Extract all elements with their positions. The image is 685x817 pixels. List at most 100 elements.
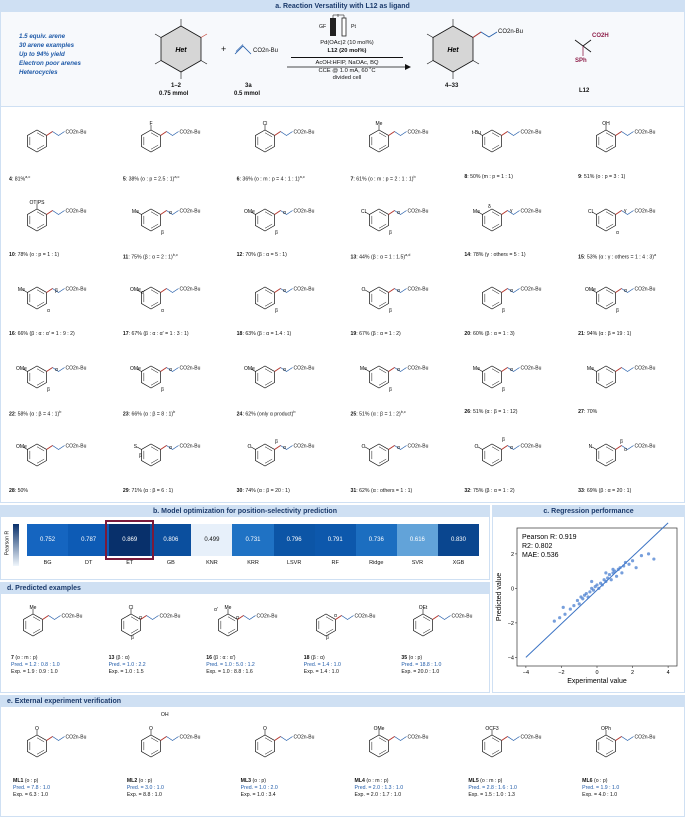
scatter-point	[588, 590, 592, 594]
aromatic-ring	[140, 365, 161, 389]
scatter-point	[590, 579, 594, 584]
product-yield: : 74% (α : β = 20 : 1)	[242, 487, 290, 494]
product-yield: : 81%	[11, 176, 26, 183]
product-number: 28	[9, 487, 15, 494]
y-tick-label: −2	[508, 621, 514, 627]
experimental-ratio: Exp. = 6.3 : 1.0	[13, 792, 49, 798]
product-number: 4	[9, 176, 12, 183]
product-yield: : 60% (β : α = 1 : 3)	[470, 330, 515, 337]
acrylate-amount-label: 0.5 mmol	[234, 91, 261, 97]
molecule-structure: CO2n-Bu OEt	[413, 605, 473, 637]
model-name-label: GB	[166, 560, 175, 566]
scope-product-label: 32: 75% (β : α = 1 : 2)	[464, 488, 514, 494]
product-number: 14	[464, 252, 471, 259]
reaction-arrow	[287, 64, 411, 70]
substituent-label: OTIPS	[29, 200, 45, 206]
product-yield: : 50% (m : p = 1 : 1)	[467, 173, 513, 180]
aromatic-ring	[368, 365, 389, 389]
position-label: α	[624, 288, 627, 294]
acrylate-group-label: CO2n-Bu	[257, 614, 278, 620]
substituent-label: N	[589, 444, 593, 450]
aromatic-ring	[482, 734, 503, 758]
pearson-axis-label: Pearson R	[4, 530, 11, 556]
section-e: e. External experiment verification CO2n…	[0, 695, 685, 817]
heatmap-cell-svr: 0.616	[396, 524, 438, 556]
model-name-label: KRR	[247, 560, 259, 566]
scope-product-label: 22: 58% (α : β = 4 : 1)b	[9, 409, 61, 418]
scope-product-label: 21: 94% (α : β = 19 : 1)	[578, 331, 631, 337]
scatter-point	[577, 602, 581, 606]
product-compound-label: 4–33	[445, 83, 459, 89]
arene-amount-label: 0.75 mmol	[159, 91, 189, 97]
plus-sign: +	[221, 44, 227, 54]
example-id: 16 (β : α : α')	[206, 655, 236, 661]
model-name-label: Ridge	[369, 560, 384, 566]
acrylate-group-label: CO2n-Bu	[179, 287, 200, 293]
substituent-label: Me	[30, 605, 37, 611]
section-a: a. Reaction Versatility with L12 as liga…	[0, 0, 685, 503]
x-axis-label: Experimental value	[567, 678, 627, 685]
aromatic-ring	[482, 443, 503, 467]
molecule-structure: CO2n-BuO	[27, 726, 87, 758]
aromatic-ring	[368, 734, 389, 758]
aromatic-ring	[27, 286, 47, 310]
section-b: b. Model optimization for position-selec…	[0, 505, 490, 580]
ligand-thio-label: SPh	[575, 58, 587, 64]
substituent-label: OMe	[130, 287, 141, 293]
product-number: 11	[122, 254, 129, 261]
aromatic-ring	[140, 443, 161, 467]
molecule-structure: CO2n-BuF	[140, 121, 200, 153]
acrylate-compound-label: 3a	[245, 83, 252, 89]
position-label: α	[161, 308, 164, 314]
scope-product-label: 14: 78% (γ : others = 5 : 1)	[464, 252, 525, 258]
acrylate-group-label: CO2n-Bu	[635, 365, 656, 371]
condition-catalyst: Pd(OAc)2 (10 mol%)	[320, 40, 374, 46]
scope-product-label: 18: 63% (β : α = 1.4 : 1)	[237, 331, 292, 337]
scatter-point	[618, 566, 622, 570]
acrylate-group-label: CO2n-Bu	[66, 287, 87, 293]
product-footnote: a,c	[299, 174, 305, 179]
substituent-label: O	[361, 287, 365, 293]
section-d-title: d. Predicted examples	[1, 583, 489, 594]
model-name-label: XGB	[452, 560, 465, 566]
product-yield: : 53% (α : γ : others = 1 : 4 : 3)	[583, 254, 654, 261]
aromatic-ring	[140, 286, 161, 310]
position-label: α	[397, 288, 400, 294]
product-number: 33	[578, 487, 584, 494]
position-label: α	[169, 210, 172, 216]
position-label: α	[236, 615, 239, 621]
aromatic-ring	[254, 365, 275, 389]
product-number: 25	[350, 412, 357, 419]
predicted-ratio: Pred. = 1.4 : 1.0	[303, 662, 341, 668]
product-footnote: a	[653, 253, 657, 258]
product-yield: : 51% (α : β = 1 : 12)	[470, 409, 518, 416]
scatter-point	[623, 560, 628, 565]
position-label: β	[326, 635, 329, 641]
product-yield: : 67% (β : α = 1 : 2)	[356, 330, 401, 337]
substituent-label: OEt	[419, 605, 428, 611]
scope-product-label: 9: 51% (o : p = 3 : 1)	[578, 174, 625, 180]
position-label: β	[502, 308, 505, 314]
position-label: α	[397, 367, 400, 373]
acrylate-group-label: CO2n-Bu	[452, 614, 473, 620]
aromatic-ring	[140, 734, 161, 758]
